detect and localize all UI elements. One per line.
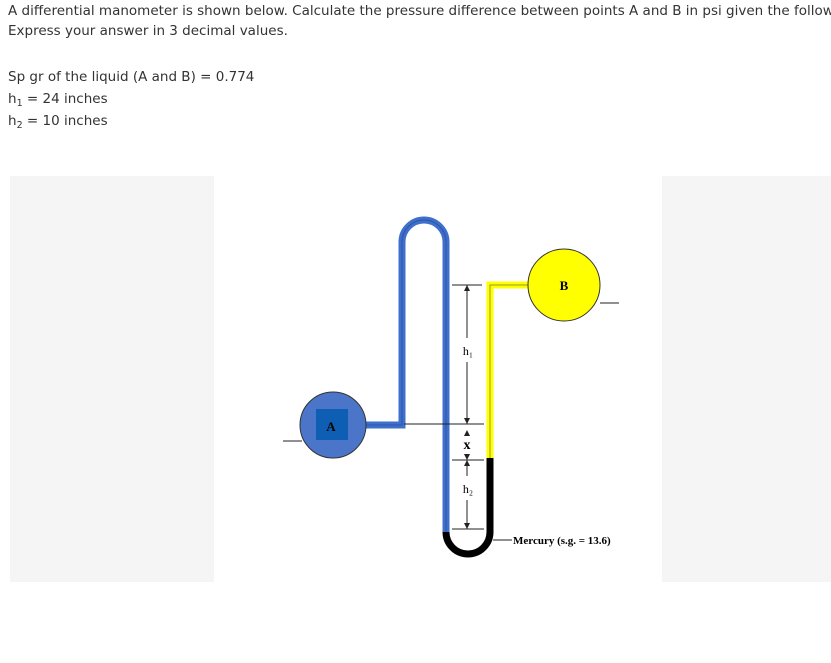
h2-arrow-top	[464, 460, 470, 466]
given-h2-subscript: 2	[16, 120, 23, 131]
vessel-b-label: B	[560, 278, 569, 293]
x-arrow-bottom	[464, 454, 470, 460]
vessel-a-label-box	[316, 409, 348, 440]
h1-arrow-top	[464, 285, 470, 291]
mercury-label: Mercury (s.g. = 13.6)	[513, 535, 611, 547]
liquid-b-tube	[486, 281, 528, 458]
liquid-a-tube	[364, 216, 450, 532]
question-instruction: Express your answer in 3 decimal values.	[8, 23, 288, 39]
vessel-b	[527, 248, 601, 322]
x-figure-label: x	[464, 438, 471, 453]
h2-figure-label: h₂	[463, 482, 473, 496]
x-arrow-top	[464, 430, 470, 436]
mercury-column	[442, 458, 494, 558]
vessel-a-label: A	[326, 419, 336, 434]
given-h1-symbol: h	[8, 91, 17, 107]
h2-arrow-bottom	[464, 523, 470, 529]
liquid-a-tube-outline	[364, 219, 447, 532]
given-specific-gravity: Sp gr of the liquid (A and B) = 0.774	[8, 69, 255, 85]
given-h1-subscript: 1	[16, 98, 23, 109]
question-text: A differential manometer is shown below.…	[8, 3, 831, 19]
figure-left-margin	[10, 176, 214, 582]
given-h2: h2 = 10 inches	[8, 110, 108, 137]
given-h1-value: = 24 inches	[22, 91, 108, 107]
manometer-figure: A B h₁ x h₂ Mercury (s.g. = 13.6)	[214, 176, 662, 582]
liquid-b-tube-outline	[489, 284, 528, 458]
figure-right-margin	[662, 176, 831, 582]
h1-figure-label: h₁	[463, 344, 473, 358]
given-h2-symbol: h	[8, 113, 17, 129]
given-h2-value: = 10 inches	[22, 113, 108, 129]
h1-arrow-bottom	[464, 418, 470, 424]
given-h1: h1 = 24 inches	[8, 88, 108, 115]
